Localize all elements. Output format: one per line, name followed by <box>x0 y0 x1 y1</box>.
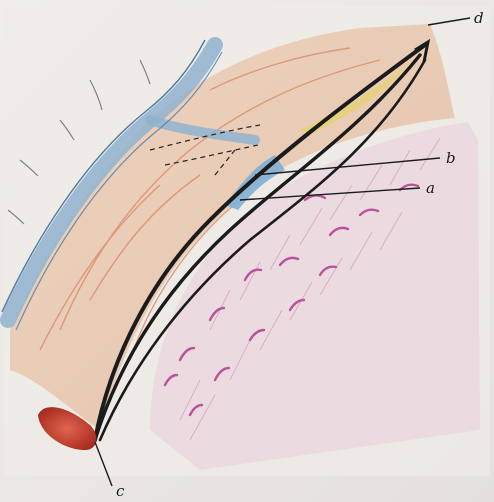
label-b: b <box>446 149 456 167</box>
label-c: c <box>116 482 125 500</box>
label-a: a <box>426 179 435 197</box>
label-d: d <box>474 9 484 27</box>
